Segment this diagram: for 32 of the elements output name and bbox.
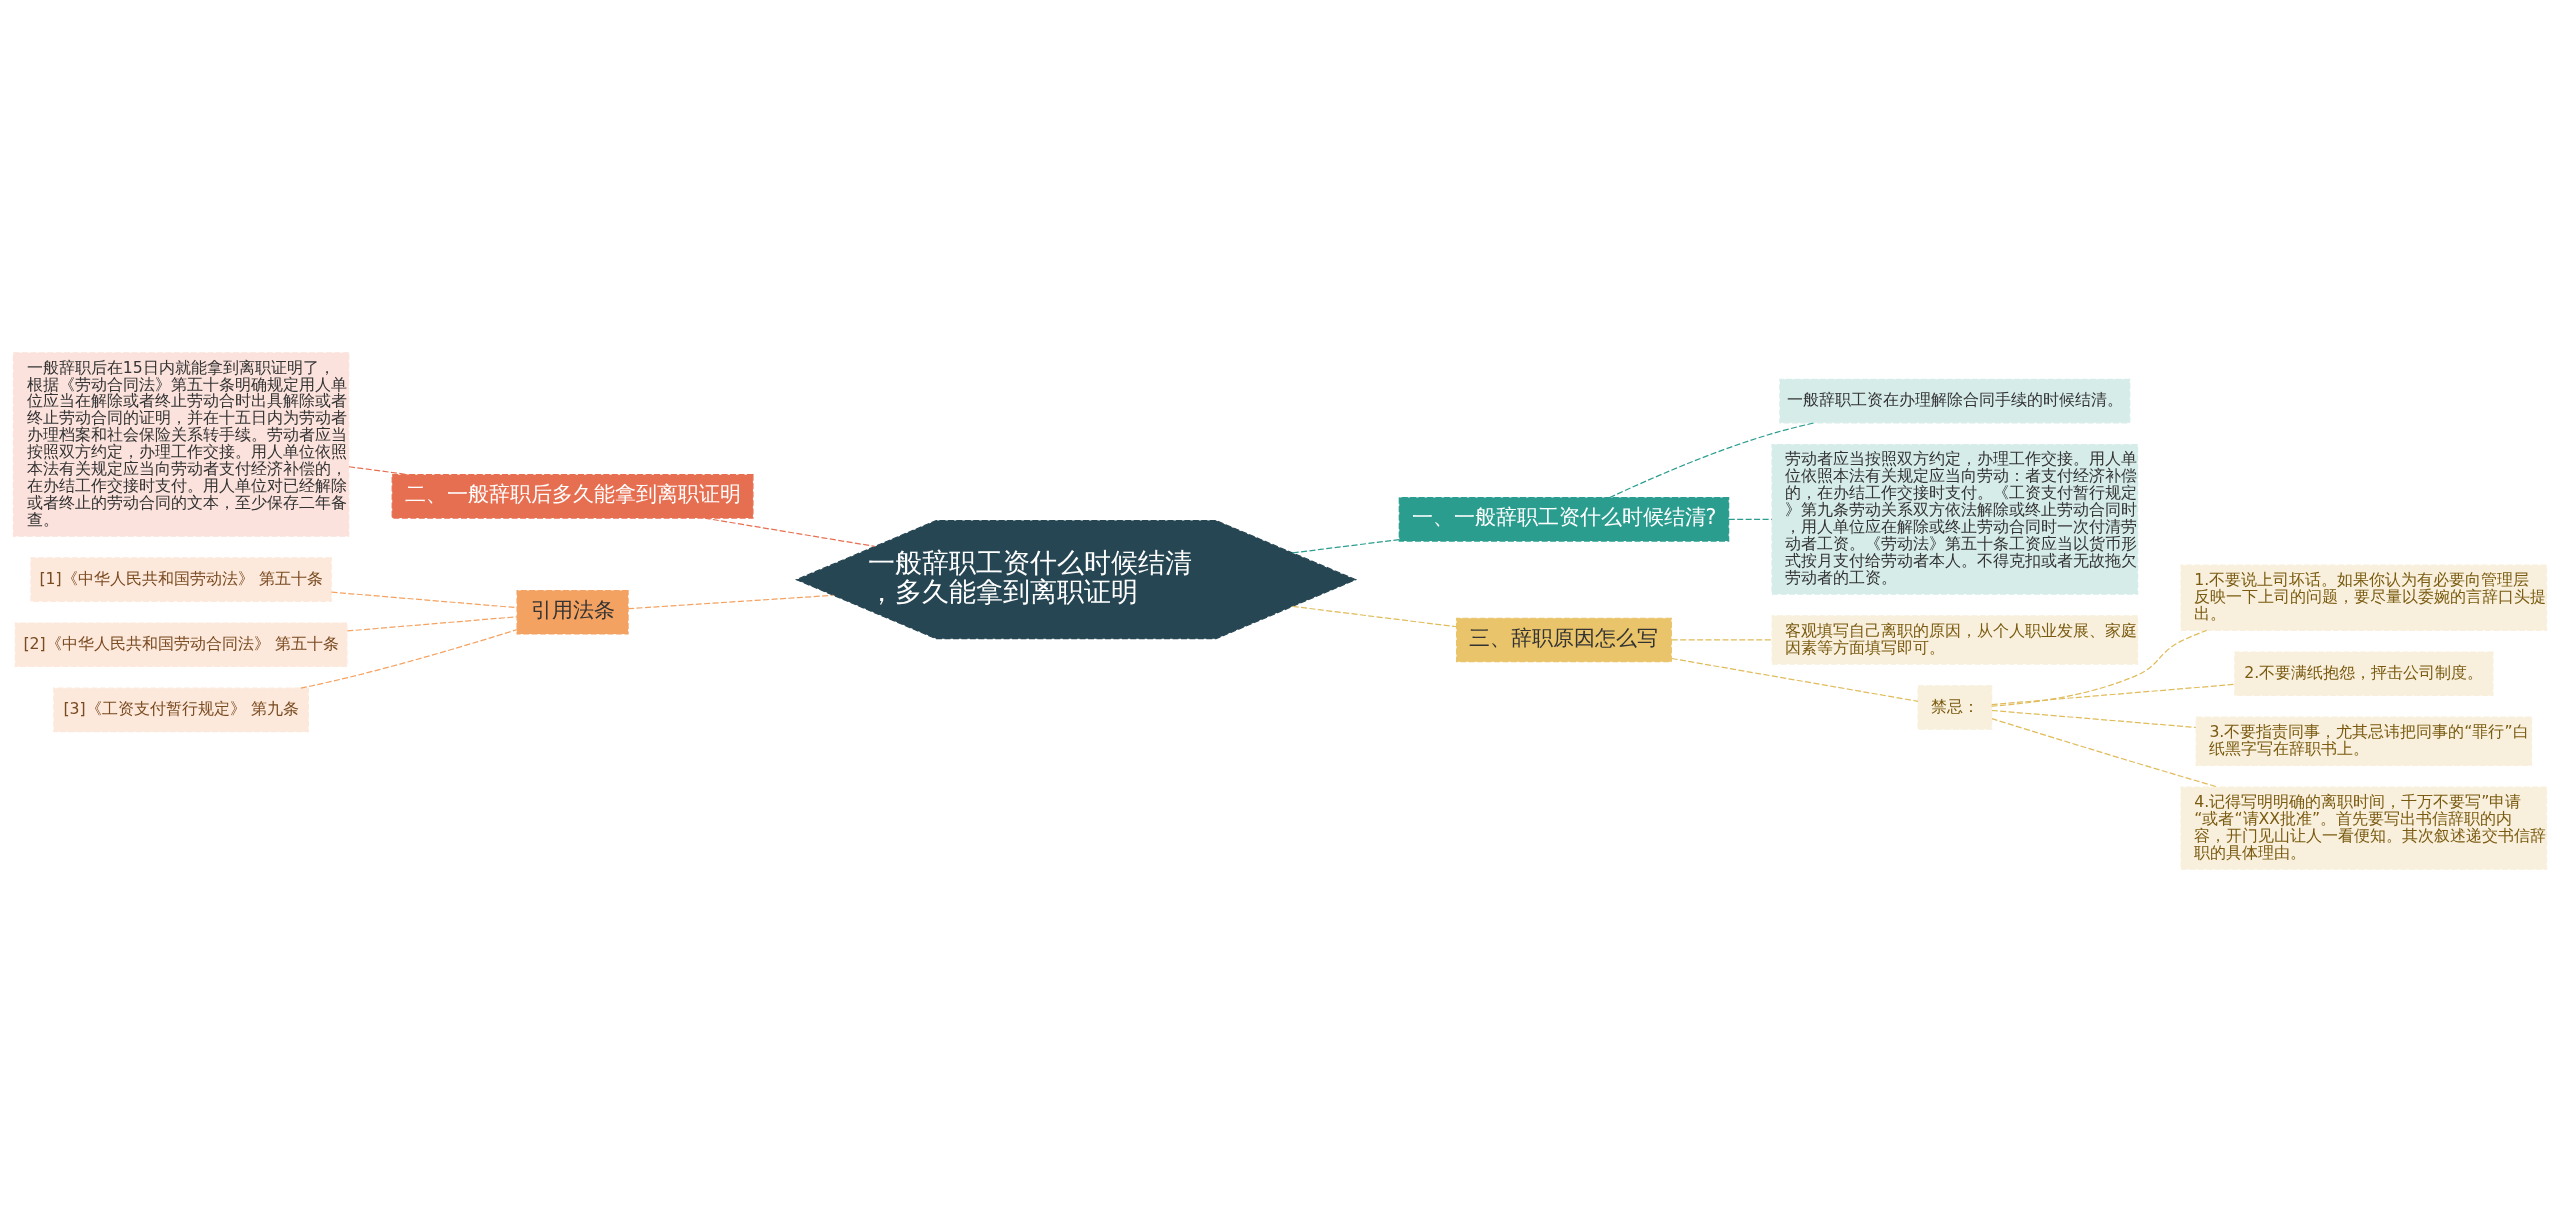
connector	[627, 594, 834, 609]
node-box: 劳动者应当按照双方约定，办理工作交接。用人单位依照本法有关规定应当向劳动：者支付经济补偿的，在办结工作交接时支付。《工资支付暂行规定》第九条劳动关系双方依法解除或终止劳动合同时，用人单位应在解除或终止劳动合同时一次付清劳动者工资。《劳动法》第五十条工资应当以货币形式按月支付给劳动者本人。不得克扣或者无故拖欠劳动者的工资。	[1771, 443, 2139, 595]
connector	[1991, 629, 2208, 707]
connector	[1728, 518, 1773, 520]
node-box: 三、辞职原因怎么写	[1456, 617, 1672, 662]
node-box: 客观填写自己离职的原因，从个人职业发展、家庭因素等方面填写即可。	[1771, 614, 2139, 665]
node-box: 4.记得写明明确的离职时间，千万不要写”申请“或者“请XX批准”。首先要写出书信辞职的内容，开门见山让人一看便知。其次叙述递交书信辞职的具体理由。	[2180, 786, 2548, 870]
node-box: 引用法条	[516, 589, 629, 635]
node-box: 3.不要指责同事，尤其忌讳把同事的“罪行”白纸黑字写在辞职书上。	[2195, 716, 2533, 766]
connector	[300, 628, 518, 689]
node-box: 禁忌：	[1917, 684, 1993, 730]
node-box: 一般辞职工资在办理解除合同手续的时候结清。	[1779, 378, 2131, 423]
connector	[1671, 657, 1919, 702]
connector	[1991, 683, 2235, 705]
connector	[704, 517, 876, 547]
connector	[1292, 538, 1400, 553]
connector	[348, 465, 409, 475]
connector	[1292, 605, 1458, 627]
node-box: 1.不要说上司坏话。如果你认为有必要向管理层反映一下上司的问题，要尽量以委婉的言辞口头提出。	[2180, 564, 2548, 631]
connector	[1609, 421, 1816, 498]
node-box: [3]《工资支付暂行规定》 第九条	[53, 687, 309, 732]
node-box: 2.不要满纸抱怨，抨击公司制度。	[2234, 650, 2494, 696]
node-box: 一般辞职后在15日内就能拿到离职证明了，根据《劳动合同法》第五十条明确规定用人单位应当在解除或者终止劳动合时出具解除或者终止劳动合同的证明，并在十五日内为劳动者办理档案和社会保险关系转手续。劳动者应当按照双方约定，办理工作交接。用人单位依照本法有关规定应当向劳动者支付经济补偿的，在办结工作交接时支付。用人单位对已经解除或者终止的劳动合同的文本，至少保存二年备查。	[12, 351, 350, 537]
connector	[1991, 717, 2219, 788]
node-box: [1]《中华人民共和国劳动法》 第五十条	[30, 556, 332, 602]
node-box: 一、一般辞职工资什么时候结清?	[1398, 496, 1730, 542]
node-box: [2]《中华人民共和国劳动合同法》 第五十条	[14, 621, 348, 667]
connector	[331, 591, 518, 608]
connector	[346, 615, 518, 632]
connector	[1671, 638, 1773, 641]
connector	[1991, 709, 2197, 728]
node-box: 二、一般辞职后多久能拿到离职证明	[391, 473, 754, 519]
